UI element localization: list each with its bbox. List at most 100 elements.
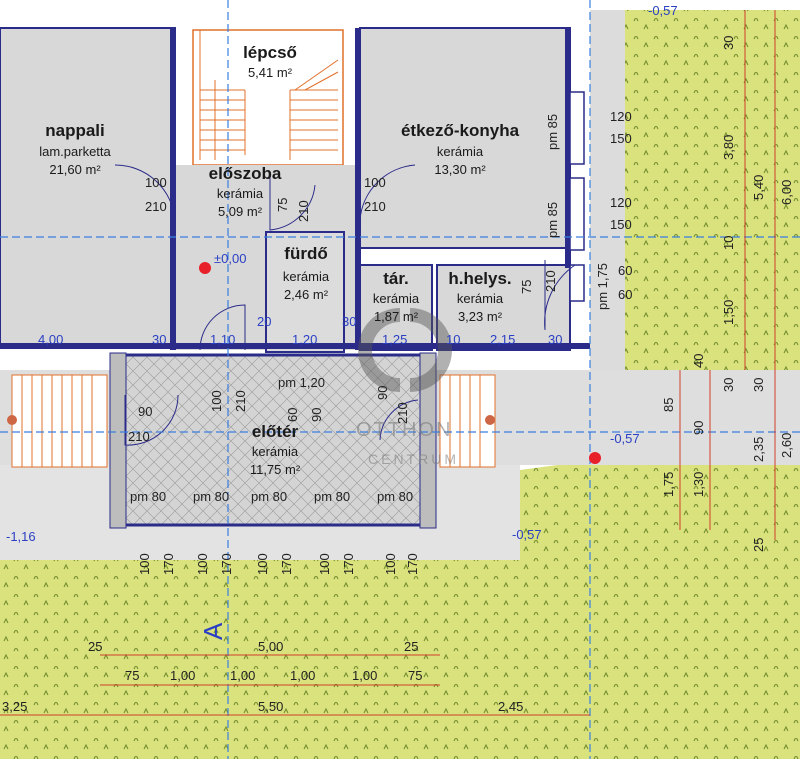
window2-width: 120 bbox=[610, 195, 632, 210]
level-bottom: -0,57 bbox=[512, 527, 542, 542]
eloter-vert-5: 170 bbox=[279, 553, 294, 575]
door-swings bbox=[114, 164, 576, 446]
eloter-vert-4: 100 bbox=[255, 553, 270, 575]
bottom-row2-2: 1,00 bbox=[230, 668, 256, 683]
room-area-tar: 1,87 m² bbox=[373, 309, 419, 324]
window3-sill: pm 1,75 bbox=[595, 263, 610, 310]
right-dim-2: 5,40 bbox=[751, 174, 766, 200]
level-zero: ±0,00 bbox=[214, 251, 247, 266]
stairs-left bbox=[11, 374, 108, 468]
bottom-row2-1: 1,00 bbox=[170, 668, 196, 683]
room-name-lepcso: lépcső bbox=[243, 43, 297, 62]
door4-height: 210 bbox=[543, 270, 558, 292]
room-area-hhelys: 3,23 m² bbox=[457, 309, 503, 324]
room-area-eloszoba: 5,09 m² bbox=[217, 204, 263, 219]
door7-width: 90 bbox=[375, 385, 390, 400]
room-eloter bbox=[110, 353, 434, 527]
right-dim-13: 1,75 bbox=[661, 471, 676, 497]
room-etkezo bbox=[359, 27, 571, 249]
eloter-vert-7: 170 bbox=[341, 553, 356, 575]
window4-sill: pm 1,20 bbox=[278, 375, 325, 390]
eloter-vert-3: 170 bbox=[219, 553, 234, 575]
right-dim-14: 1,30 bbox=[691, 471, 706, 497]
room-floor-eloter: kerámia bbox=[251, 444, 299, 459]
door4-width: 75 bbox=[519, 279, 534, 294]
eloter-vert-0: 100 bbox=[137, 553, 152, 575]
dim-row-9: 30 bbox=[548, 332, 563, 347]
window3-width: 60 bbox=[618, 263, 633, 278]
terrace-right bbox=[590, 10, 625, 370]
door5-width: 90 bbox=[138, 404, 153, 419]
bottom-row2-4: 1,00 bbox=[352, 668, 378, 683]
dim-row-1: 30 bbox=[152, 332, 167, 347]
eloter-vert-1: 170 bbox=[161, 553, 176, 575]
right-dim-15: 25 bbox=[751, 537, 766, 552]
eloter-vert-8: 100 bbox=[383, 553, 398, 575]
dim-row-7: 10 bbox=[446, 332, 461, 347]
door6-height: 90 bbox=[309, 407, 324, 422]
room-name-eloszoba: előszoba bbox=[208, 164, 282, 183]
bottom-row3-0: 3,25 bbox=[2, 699, 28, 714]
right-dim-8: 30 bbox=[751, 377, 766, 392]
door8-height: 210 bbox=[233, 390, 248, 412]
right-dim-0: 30 bbox=[721, 35, 736, 50]
right-dim-7: 30 bbox=[721, 377, 736, 392]
bottom-row2-3: 1,00 bbox=[290, 668, 316, 683]
right-dim-3: 6,00 bbox=[779, 179, 794, 205]
room-name-hhelys: h.helys. bbox=[448, 269, 512, 288]
eloter-pm-0: pm 80 bbox=[130, 489, 167, 504]
room-name-tar: tár. bbox=[383, 269, 409, 288]
door3-width: 75 bbox=[275, 197, 290, 212]
room-name-eloter: előtér bbox=[251, 422, 299, 441]
right-dim-10: 90 bbox=[691, 420, 706, 435]
level-top-right: -0,57 bbox=[648, 3, 678, 18]
room-floor-tar: kerámia bbox=[372, 291, 420, 306]
door3-height: 210 bbox=[296, 200, 311, 222]
door2-width: 100 bbox=[364, 175, 386, 190]
dim-row-4: 1,20 bbox=[292, 332, 318, 347]
bottom-row2-0: 75 bbox=[125, 668, 140, 683]
door8-width: 100 bbox=[209, 390, 224, 412]
right-dim-1: 3,80 bbox=[721, 134, 736, 160]
right-dim-5: 1,50 bbox=[721, 299, 736, 325]
bottom-row3-2: 2,45 bbox=[498, 699, 524, 714]
dim-row-3: 20 bbox=[257, 314, 272, 329]
section-mark: A bbox=[198, 623, 228, 666]
right-dim-9: 85 bbox=[661, 397, 676, 412]
bottom-row1-1: 5,00 bbox=[258, 639, 284, 654]
watermark-line1: OTTHON bbox=[356, 419, 453, 441]
bottom-row3-1: 5,50 bbox=[258, 699, 284, 714]
level-markers bbox=[199, 262, 601, 464]
room-floor-furdo: kerámia bbox=[282, 269, 330, 284]
dim-row-0: 4,00 bbox=[38, 332, 64, 347]
right-dim-11: 2,35 bbox=[751, 436, 766, 462]
window2-sill: pm 85 bbox=[545, 201, 560, 238]
room-lepcso bbox=[192, 29, 344, 166]
bottom-row1-2: 25 bbox=[404, 639, 419, 654]
bottom-row1-0: 25 bbox=[88, 639, 103, 654]
door1-width: 100 bbox=[145, 175, 167, 190]
room-area-nappali: 21,60 m² bbox=[49, 162, 101, 177]
door6-width: 60 bbox=[285, 407, 300, 422]
level-left: -1,16 bbox=[6, 529, 36, 544]
door1-height: 210 bbox=[145, 199, 167, 214]
walls bbox=[0, 28, 590, 529]
window1-sill: pm 85 bbox=[545, 113, 560, 150]
window1-width: 120 bbox=[610, 109, 632, 124]
stair-markers bbox=[7, 415, 495, 425]
room-name-furdo: fürdő bbox=[284, 244, 328, 263]
door7-height: 210 bbox=[395, 402, 410, 424]
room-area-furdo: 2,46 m² bbox=[283, 287, 329, 302]
dim-row-2: 1,10 bbox=[210, 332, 236, 347]
right-dim-4: 10 bbox=[721, 235, 736, 250]
door5-height: 210 bbox=[128, 429, 150, 444]
room-area-lepcso: 5,41 m² bbox=[247, 65, 293, 80]
room-hhelys bbox=[436, 264, 571, 351]
window3-height: 60 bbox=[618, 287, 633, 302]
dim-row-8: 2,15 bbox=[490, 332, 516, 347]
bottom-row2-5: 75 bbox=[408, 668, 423, 683]
level-mid-right: -0,57 bbox=[610, 431, 640, 446]
eloter-vert-9: 170 bbox=[405, 553, 420, 575]
